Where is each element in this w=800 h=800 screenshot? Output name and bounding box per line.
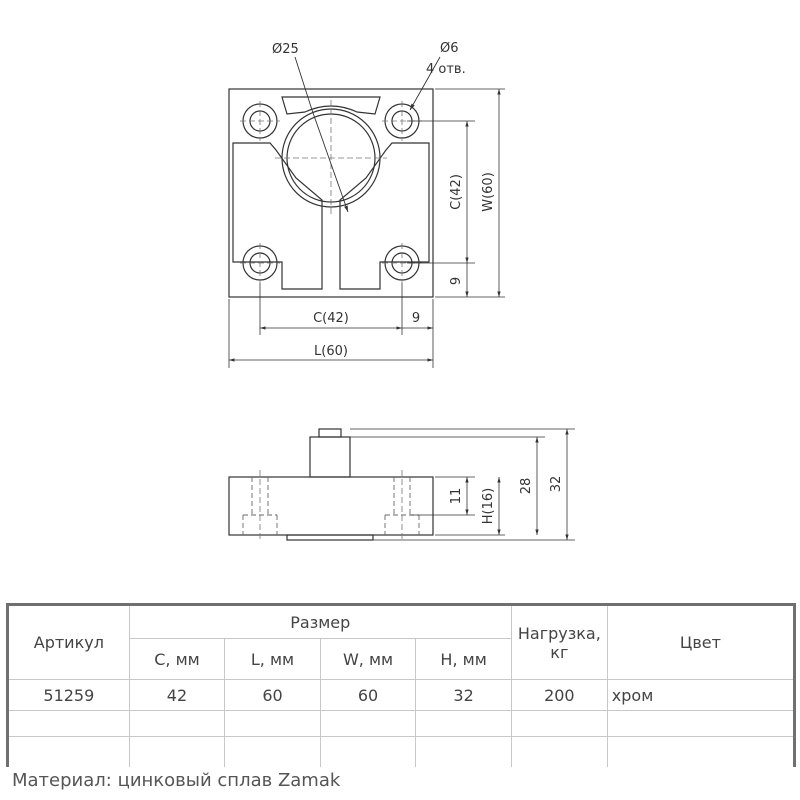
nine-vertical-label: 9 xyxy=(449,277,464,285)
spec-table: Артикул Размер Нагрузка, кг Цвет С, мм L… xyxy=(6,603,797,767)
dim-28-label: 28 xyxy=(519,478,534,495)
technical-drawing: Ø25 Ø6 4 отв. C(42) W(60) 9 C(42) 9 L(60… xyxy=(228,41,575,542)
header-l: L, мм xyxy=(224,638,321,680)
bottom-boss xyxy=(286,534,374,541)
side-view-labels: 11 H(16) 28 32 xyxy=(449,476,564,525)
cell-color: хром xyxy=(606,679,797,711)
base-plate-outline xyxy=(228,88,434,298)
table-row xyxy=(6,736,797,767)
header-load: Нагрузка, кг xyxy=(510,603,608,680)
cell-article: 51259 xyxy=(6,679,130,711)
cell-w: 60 xyxy=(319,679,416,711)
l-horizontal-label: L(60) xyxy=(314,344,348,359)
top-view-labels: Ø25 Ø6 4 отв. C(42) W(60) 9 C(42) 9 L(60… xyxy=(272,41,496,359)
material-note: Материал: цинковый сплав Zamak xyxy=(12,770,341,791)
c-vertical-label: C(42) xyxy=(449,174,464,210)
side-view xyxy=(228,428,575,542)
header-article: Артикул xyxy=(6,603,130,680)
dim-h-label: H(16) xyxy=(481,488,496,524)
inner-cutout xyxy=(339,142,430,290)
cell-c: 42 xyxy=(128,679,225,711)
table-row xyxy=(6,710,797,737)
cell-l: 60 xyxy=(224,679,321,711)
dim-32-label: 32 xyxy=(549,476,564,493)
dia-big-label: Ø25 xyxy=(272,42,299,57)
dia-small-label: Ø6 xyxy=(440,41,459,56)
holes-note-label: 4 отв. xyxy=(426,62,466,77)
top-view xyxy=(228,56,505,368)
header-w: W, мм xyxy=(319,638,416,680)
cell-load: 200 xyxy=(510,679,608,711)
side-pin xyxy=(309,436,351,478)
header-color: Цвет xyxy=(606,603,797,680)
nine-horizontal-label: 9 xyxy=(412,311,420,326)
cell-h: 32 xyxy=(415,679,512,711)
table-row: 51259 42 60 60 32 200 хром xyxy=(6,679,797,711)
header-c: С, мм xyxy=(128,638,225,680)
dim-11-label: 11 xyxy=(449,488,464,505)
top-slot xyxy=(281,96,381,115)
header-h: H, мм xyxy=(415,638,512,680)
w-vertical-label: W(60) xyxy=(481,172,496,212)
inner-cutout xyxy=(232,142,323,290)
c-horizontal-label: C(42) xyxy=(313,311,349,326)
header-size: Размер xyxy=(128,603,512,639)
pin-cap xyxy=(318,428,342,438)
